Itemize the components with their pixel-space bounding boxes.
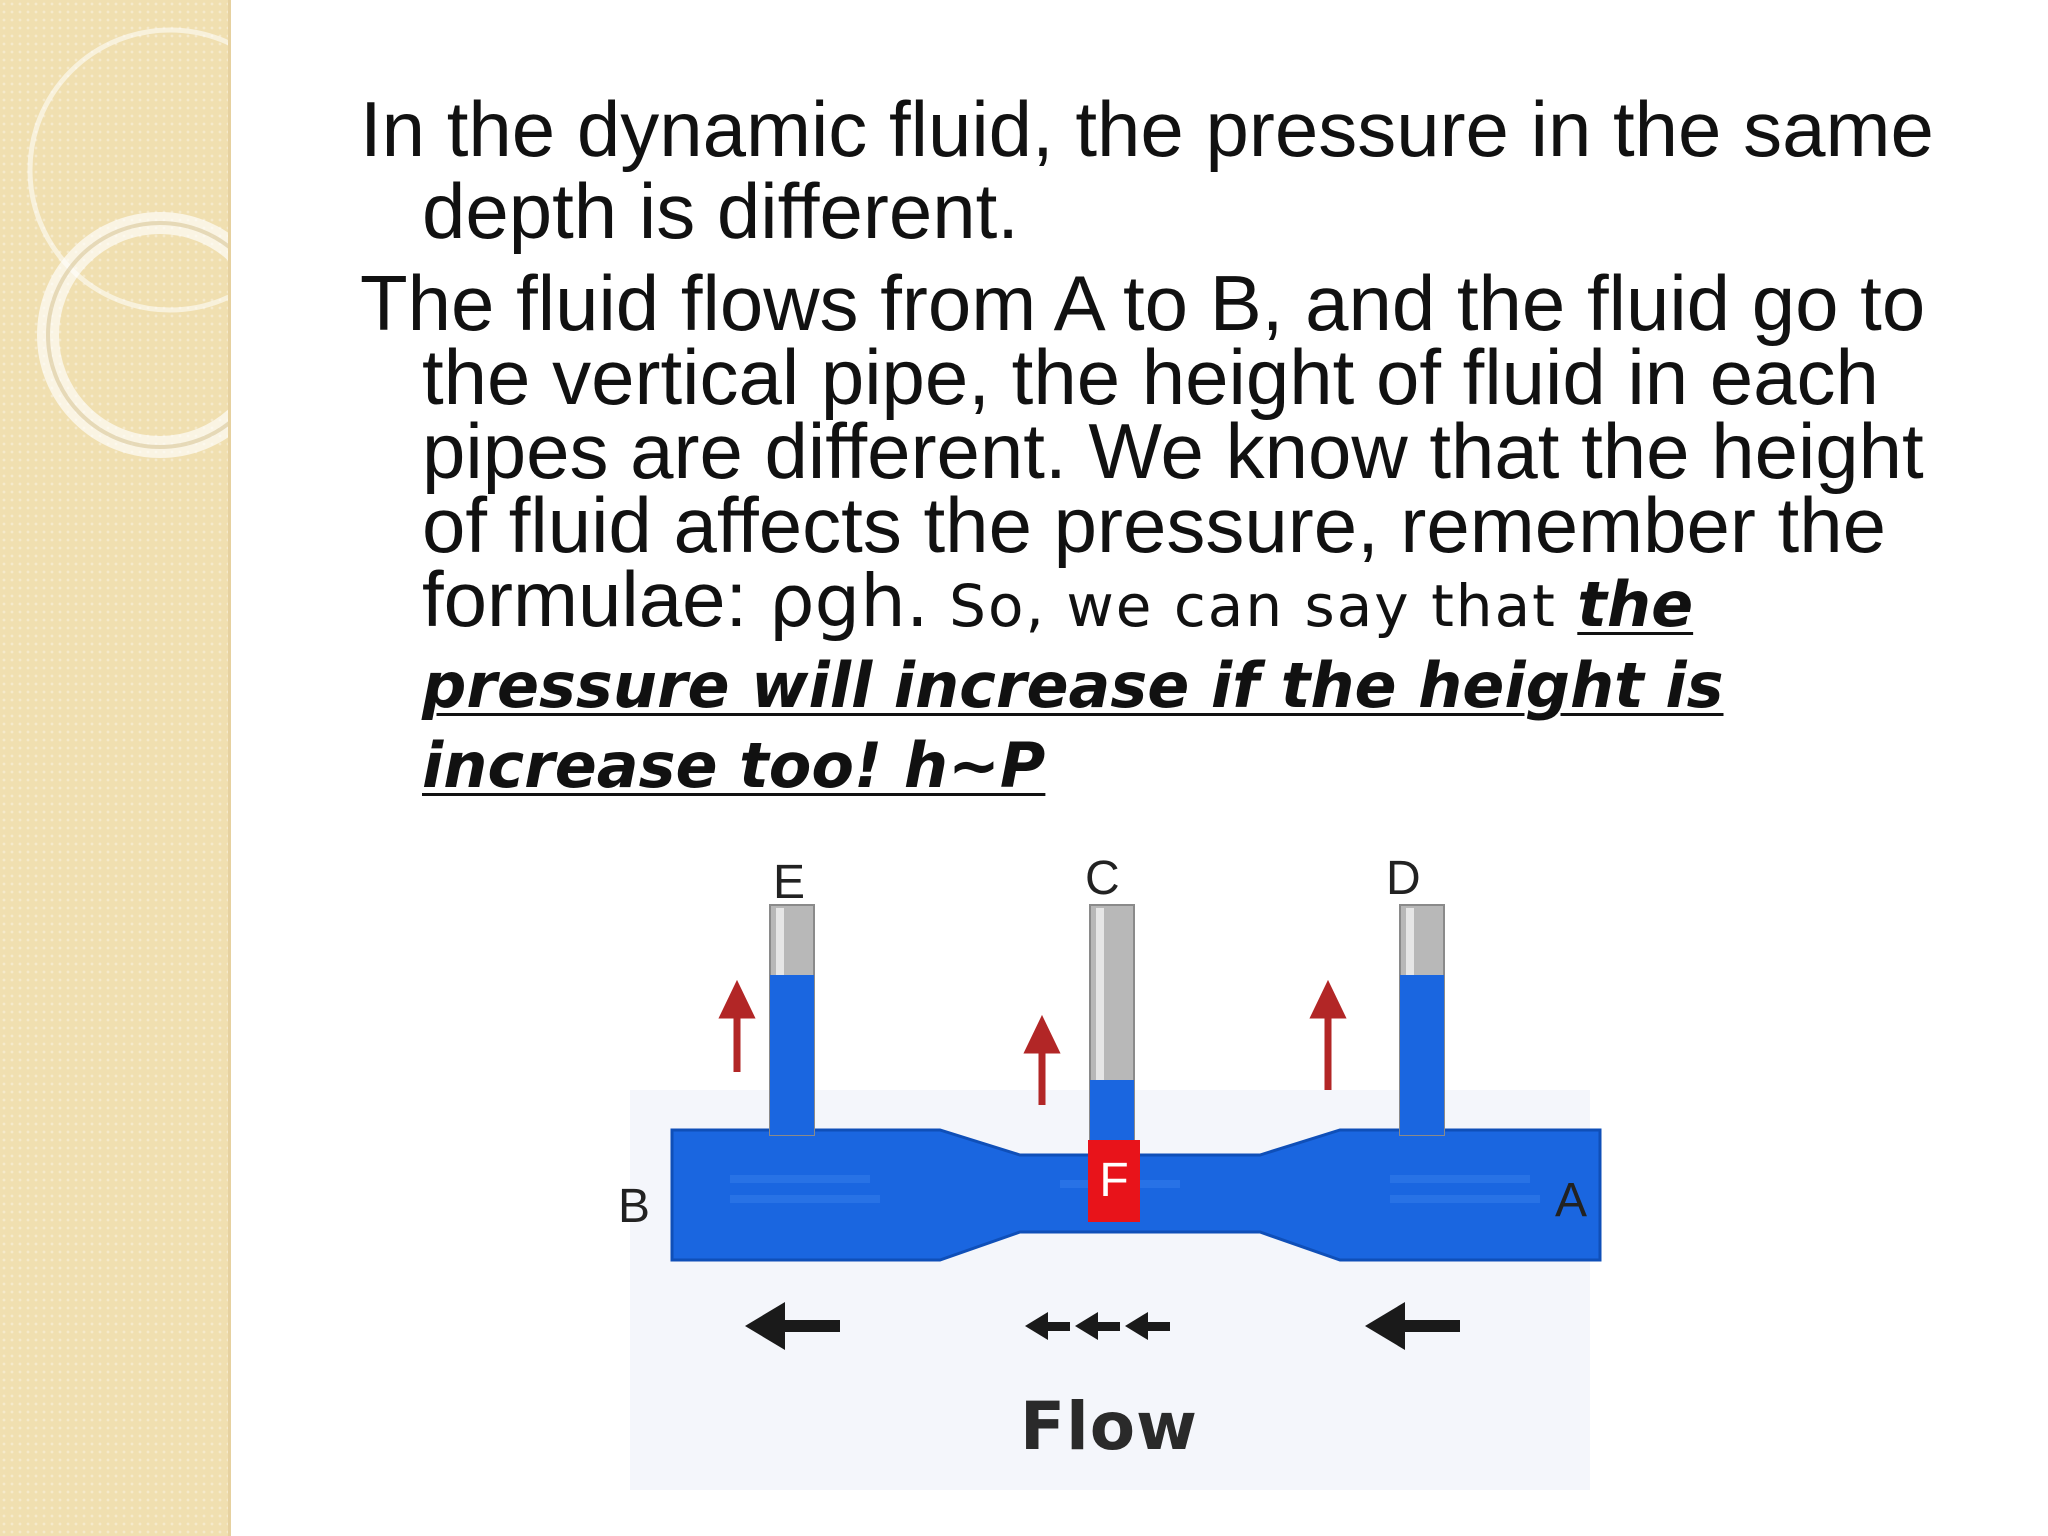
paragraph1-text: In the dynamic fluid, the pressure in th… [360, 85, 1934, 255]
tube-label-E: E [773, 856, 806, 909]
paragraph-flow-explanation: The fluid flows from A to B, and the flu… [360, 264, 2000, 803]
tube-D-fluid [1400, 975, 1444, 1135]
up-arrows [718, 979, 1347, 1105]
tube-D [1399, 904, 1445, 1136]
paragraph2-small-text: So, we can say that [928, 572, 1578, 640]
end-label-A: A [1555, 1174, 1588, 1227]
tube-C [1089, 904, 1135, 1161]
formula-text: ρgh. [768, 559, 929, 643]
tube-label-C: C [1085, 852, 1120, 905]
decorative-rings [27, 27, 228, 458]
tube-E [769, 904, 815, 1136]
paragraph-dynamic-fluid: In the dynamic fluid, the pressure in th… [360, 88, 2000, 252]
flow-arrows [745, 1302, 1460, 1350]
tube-E-fluid [770, 975, 814, 1135]
marker-F: F [1088, 1140, 1140, 1222]
end-label-B: B [618, 1180, 651, 1233]
venturi-diagram: E C D B A F Flow [600, 850, 1620, 1490]
slide-text: In the dynamic fluid, the pressure in th… [360, 88, 2000, 817]
paragraph2-main-text: The fluid flows from A to B, and the flu… [360, 259, 1926, 643]
decorative-side-band [0, 0, 231, 1536]
emphasis-text: the pressure will increase if the height… [422, 568, 1724, 802]
tube-label-D: D [1386, 852, 1421, 905]
flow-label: Flow [1020, 1388, 1199, 1465]
